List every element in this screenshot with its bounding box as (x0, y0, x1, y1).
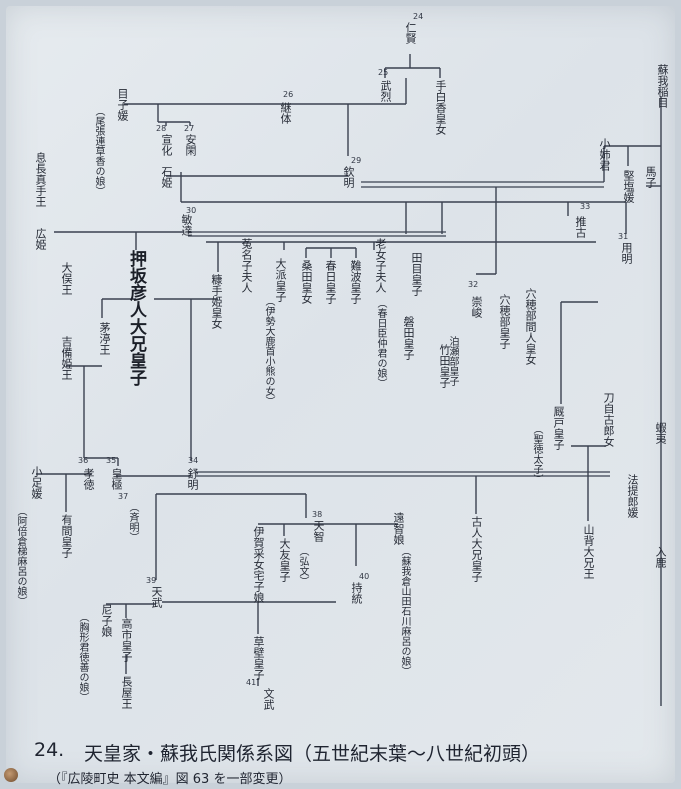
person-name: 長屋王 (120, 676, 133, 709)
person-note: （春日臣仲君の娘） (375, 298, 386, 388)
person-note: （阿倍倉梯麻呂の娘） (15, 506, 26, 606)
person-name: 菟名子夫人 (240, 238, 253, 293)
person-name: 穴穂部間人皇女 (524, 288, 537, 365)
person-name: 推古 (574, 216, 587, 238)
emperor-number: 26 (283, 90, 294, 99)
person-name: 高市皇子 (120, 618, 133, 662)
person-name: 法提郎媛 (626, 474, 639, 518)
person-note: （胸形君徳善の娘） (77, 612, 88, 702)
person-note: 泊瀬部皇子 (447, 336, 458, 386)
person-name: 尼子娘 (100, 604, 113, 637)
person-note: （尾張連草香の娘） (93, 106, 104, 196)
person-name: 老女子夫人 (374, 238, 387, 293)
person-name: 欽明 (342, 166, 355, 188)
person-name: 蘇我稲目 (656, 64, 669, 108)
person-note: （弘文） (297, 546, 308, 586)
person-name: 天武 (150, 586, 163, 608)
person-name: 文武 (262, 688, 275, 710)
person-name: 大俣王 (60, 262, 73, 295)
person-name: 刀自古郎女 (602, 392, 615, 447)
person-name: 皇極 (110, 468, 123, 490)
emperor-number: 27 (184, 124, 195, 133)
emperor-number: 36 (78, 456, 89, 465)
emperor-number: 30 (186, 206, 197, 215)
person-name: 吉備姫王 (60, 336, 73, 380)
person-name: 宣化 (160, 134, 173, 156)
person-name: 崇峻 (470, 296, 483, 318)
person-name-highlight: 押坂彦人大兄皇子 (126, 250, 146, 386)
person-name: 仁賢 (404, 22, 417, 44)
genealogy-board: 24 25 26 27 28 29 30 31 32 33 34 35 36 3… (4, 6, 675, 787)
person-name: 持統 (350, 582, 363, 604)
figure-title: 天皇家・蘇我氏関係系図（五世紀末葉～八世紀初頭） (84, 743, 541, 765)
emperor-number: 31 (618, 232, 629, 241)
person-name: 草壁皇子 (252, 636, 265, 680)
emperor-number: 34 (188, 456, 199, 465)
person-name: 天智 (312, 520, 325, 542)
person-name: 大派皇子 (274, 258, 287, 302)
person-name: 古人大兄皇子 (470, 516, 483, 582)
emperor-number: 35 (106, 456, 117, 465)
person-name: 春日皇子 (324, 260, 337, 304)
emperor-number: 32 (468, 280, 479, 289)
person-name: 蝦夷 (654, 422, 667, 444)
emperor-number: 29 (351, 156, 362, 165)
person-name: 小姉君 (598, 138, 611, 171)
emperor-number: 41 (246, 678, 257, 687)
emperor-number: 24 (413, 12, 424, 21)
person-name: 糠手姫皇女 (210, 274, 223, 329)
emperor-number: 38 (312, 510, 323, 519)
person-name: 石姫 (160, 166, 173, 188)
lineage-lines (36, 54, 662, 706)
person-name: 孝徳 (82, 468, 95, 490)
person-name: 有間皇子 (60, 514, 73, 558)
person-name: 用明 (620, 242, 633, 264)
person-note: （蘇我倉山田石川麻呂の娘） (399, 546, 410, 676)
figure-source: （『広陵町史 本文編』図 63 を一部変更） (48, 772, 292, 787)
person-name: 桑田皇女 (300, 260, 313, 304)
person-name: 入鹿 (654, 546, 667, 568)
emperor-number: 37 (118, 492, 129, 501)
person-name: 厩戸皇子 (552, 406, 565, 450)
person-name: 竹田皇子 (438, 344, 451, 388)
emperor-number: 25 (378, 68, 389, 77)
pushpin (4, 768, 18, 782)
emperor-number: 33 (580, 202, 591, 211)
emperor-number: 40 (359, 572, 370, 581)
person-name: 敏達 (180, 214, 193, 236)
person-name: 田目皇子 (410, 252, 423, 296)
person-name: 小足媛 (30, 466, 43, 499)
person-name: 広姫 (34, 228, 47, 250)
person-name: 磐田皇子 (402, 316, 415, 360)
figure-number: 24. (34, 739, 65, 761)
person-name: 大友皇子 (278, 538, 291, 582)
person-name: 穴穂部皇子 (498, 294, 511, 349)
person-name: 馬子 (644, 166, 657, 188)
emperor-number: 28 (156, 124, 167, 133)
person-name: 堅塩媛 (622, 170, 635, 203)
person-name: 茅渟王 (98, 322, 111, 355)
person-name: 難波皇子 (349, 260, 362, 304)
emperor-number: 39 (146, 576, 157, 585)
person-name: 息長真手王 (34, 152, 47, 207)
person-name: 目子媛 (116, 88, 129, 121)
person-name: 継体 (279, 102, 292, 124)
person-note: （伊勢大鹿首小熊の女） (263, 296, 274, 406)
person-name: 舒明 (186, 468, 199, 490)
person-name: 安閑 (184, 134, 197, 156)
person-name: 伊賀采女宅子娘 (252, 526, 265, 603)
person-name: 遠智娘 (392, 512, 405, 545)
person-name: 武烈 (379, 80, 392, 102)
person-name: 山背大兄王 (582, 524, 595, 579)
person-note: （聖徳太子） (531, 424, 542, 484)
person-name: 手白香皇女 (434, 80, 447, 135)
person-note: （斉明） (127, 502, 138, 542)
